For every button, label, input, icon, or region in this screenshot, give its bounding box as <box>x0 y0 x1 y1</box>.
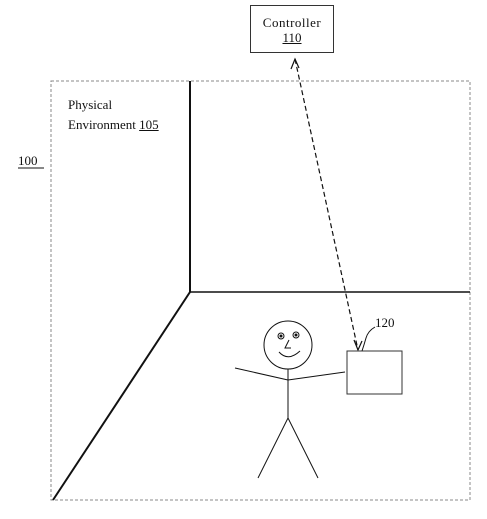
environment-label-text: Environment <box>68 117 140 132</box>
link-arrowhead-bottom <box>353 339 363 352</box>
device-leader-line <box>361 326 376 352</box>
user-right-eye <box>292 331 300 339</box>
environment-label-line1: Physical <box>68 97 113 112</box>
controller-label: Controller <box>262 15 322 30</box>
room-floor-side-edge <box>52 291 191 501</box>
user-left-leg <box>257 417 289 479</box>
user-left-eye <box>277 332 285 340</box>
communication-link <box>294 58 359 351</box>
controller-ref: 110 <box>282 30 302 45</box>
controller-box: Controller 110 <box>250 5 334 53</box>
link-arrowhead-top <box>290 57 300 70</box>
user-right-arm <box>287 371 346 381</box>
user-right-leg <box>287 417 319 479</box>
environment-ref: 105 <box>139 117 159 132</box>
user-mouth <box>278 350 301 358</box>
electronic-device <box>346 350 403 395</box>
system-boundary <box>50 80 471 501</box>
user-head <box>263 320 313 370</box>
user-left-arm <box>234 367 289 381</box>
system-ref-label: 100 <box>18 153 38 168</box>
user-stick-figure <box>234 320 346 479</box>
device-ref-label: 120 <box>375 315 395 330</box>
environment-label-line2: Environment 105 <box>68 115 159 135</box>
user-nose <box>284 339 291 349</box>
environment-label: Physical Environment 105 <box>68 95 159 135</box>
